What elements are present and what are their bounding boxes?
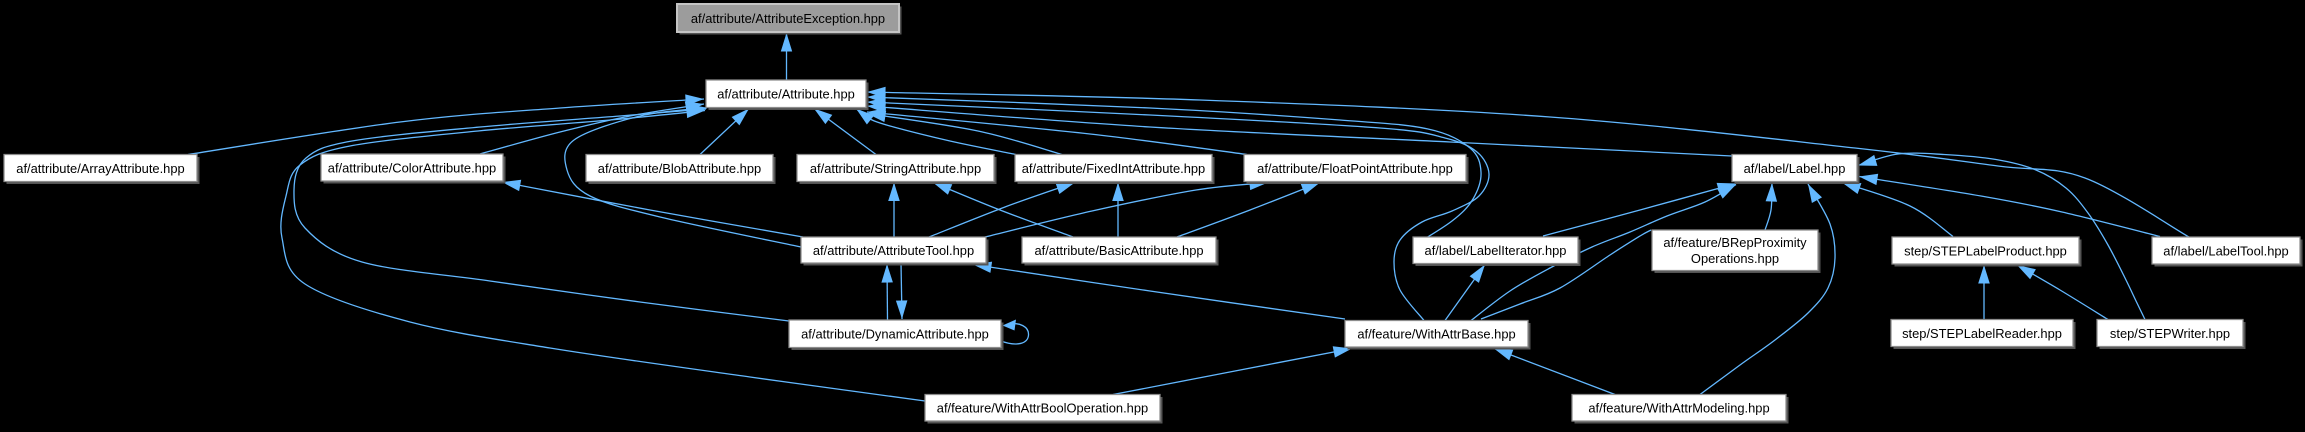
svg-text:af/attribute/BlobAttribute.hpp: af/attribute/BlobAttribute.hpp (598, 161, 761, 176)
svg-text:af/attribute/ColorAttribute.hp: af/attribute/ColorAttribute.hpp (328, 160, 496, 175)
svg-text:af/attribute/AttributeExceptio: af/attribute/AttributeException.hpp (691, 11, 885, 26)
svg-text:af/attribute/BasicAttribute.hp: af/attribute/BasicAttribute.hpp (1034, 243, 1203, 258)
svg-text:af/attribute/FixedIntAttribute: af/attribute/FixedIntAttribute.hpp (1022, 161, 1205, 176)
svg-text:step/STEPLabelProduct.hpp: step/STEPLabelProduct.hpp (1904, 243, 2067, 258)
svg-text:step/STEPLabelReader.hpp: step/STEPLabelReader.hpp (1902, 326, 2062, 341)
svg-text:af/label/Label.hpp: af/label/Label.hpp (1744, 161, 1846, 176)
svg-text:af/feature/WithAttrModeling.hp: af/feature/WithAttrModeling.hpp (1588, 401, 1769, 416)
svg-text:af/attribute/Attribute.hpp: af/attribute/Attribute.hpp (717, 87, 855, 102)
svg-text:af/attribute/ArrayAttribute.hp: af/attribute/ArrayAttribute.hpp (16, 161, 184, 176)
svg-text:af/feature/WithAttrBase.hpp: af/feature/WithAttrBase.hpp (1357, 327, 1515, 342)
svg-text:af/attribute/DynamicAttribute.: af/attribute/DynamicAttribute.hpp (801, 327, 989, 342)
svg-text:af/attribute/AttributeTool.hpp: af/attribute/AttributeTool.hpp (813, 243, 974, 258)
svg-text:af/feature/WithAttrBoolOperati: af/feature/WithAttrBoolOperation.hpp (937, 401, 1148, 416)
svg-text:af/feature/BRepProximity: af/feature/BRepProximity (1663, 235, 1807, 250)
svg-text:Operations.hpp: Operations.hpp (1691, 251, 1779, 266)
svg-text:step/STEPWriter.hpp: step/STEPWriter.hpp (2110, 326, 2230, 341)
svg-text:af/attribute/StringAttribute.h: af/attribute/StringAttribute.hpp (810, 161, 981, 176)
svg-text:af/label/LabelTool.hpp: af/label/LabelTool.hpp (2163, 243, 2288, 258)
svg-text:af/label/LabelIterator.hpp: af/label/LabelIterator.hpp (1425, 243, 1567, 258)
svg-text:af/attribute/FloatPointAttribu: af/attribute/FloatPointAttribute.hpp (1257, 161, 1453, 176)
